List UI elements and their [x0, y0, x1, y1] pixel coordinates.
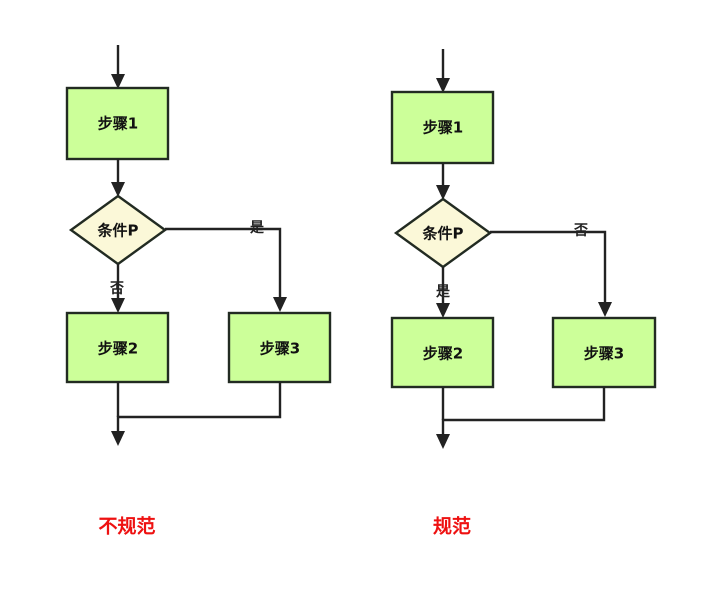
diagram-right: 步骤1 条件P 是 否	[390, 49, 657, 538]
edge-label-no-right: 否	[573, 223, 588, 239]
step1-label-left: 步骤1	[98, 115, 138, 133]
step2-box-right[interactable]	[390, 316, 495, 389]
node-decision-left[interactable]: 条件P	[68, 194, 168, 266]
merge-path-left	[116, 382, 282, 434]
caption-left: 不规范	[98, 515, 155, 538]
node-decision-right[interactable]: 条件P	[393, 197, 493, 269]
edge-entry-right	[436, 49, 450, 93]
merge-path-right	[441, 387, 606, 437]
step1-label-right: 步骤1	[423, 119, 463, 137]
merge-arrowhead-left	[111, 431, 125, 446]
step2-label-right: 步骤2	[423, 345, 463, 363]
entry-arrowhead-left	[111, 74, 125, 89]
diagram-left: 步骤1 条件P 否 是	[65, 45, 332, 538]
edge-decision-right-left: 是	[165, 220, 287, 312]
merge-arrowhead-right	[436, 434, 450, 449]
node-step2-left[interactable]: 步骤2	[65, 311, 170, 384]
decision-right-path-left	[165, 227, 282, 300]
step3-box-left[interactable]	[227, 311, 332, 384]
edge-decision-down-right: 是	[436, 267, 451, 318]
decision-right-path-right	[490, 230, 607, 305]
decision-right-arrowhead-left	[273, 297, 287, 312]
step3-label-right: 步骤3	[584, 345, 624, 363]
caption-right: 规范	[433, 515, 471, 538]
edge-entry-left	[111, 45, 125, 89]
node-step3-left[interactable]: 步骤3	[227, 311, 332, 384]
edge-step1-decision-right	[436, 163, 450, 200]
step2-box-left[interactable]	[65, 311, 170, 384]
decision-label-left: 条件P	[97, 222, 139, 240]
step2-label-left: 步骤2	[98, 340, 138, 358]
decision-label-right: 条件P	[422, 225, 464, 243]
decision-down-arrowhead-left	[111, 298, 125, 313]
step1-decision-arrowhead-right	[436, 185, 450, 200]
node-step1-left[interactable]: 步骤1	[65, 86, 170, 161]
node-step1-right[interactable]: 步骤1	[390, 90, 495, 165]
edge-merge-left	[111, 382, 282, 446]
node-step3-right[interactable]: 步骤3	[551, 316, 657, 389]
decision-down-arrowhead-right	[436, 303, 450, 318]
step3-label-left: 步骤3	[260, 340, 300, 358]
edge-decision-down-left: 否	[109, 264, 125, 313]
edge-step1-decision-left	[111, 159, 125, 197]
decision-right-arrowhead-right	[598, 302, 612, 317]
step1-box-right[interactable]	[390, 90, 495, 165]
node-step2-right[interactable]: 步骤2	[390, 316, 495, 389]
step3-box-right[interactable]	[551, 316, 657, 389]
step1-decision-arrowhead-left	[111, 182, 125, 197]
entry-arrowhead-right	[436, 78, 450, 93]
edge-decision-right-right: 否	[490, 223, 612, 317]
edge-label-yes-right: 是	[436, 284, 451, 300]
edge-label-yes-left: 是	[250, 220, 265, 236]
edge-merge-right	[436, 387, 606, 449]
edge-label-no-left: 否	[109, 281, 124, 297]
